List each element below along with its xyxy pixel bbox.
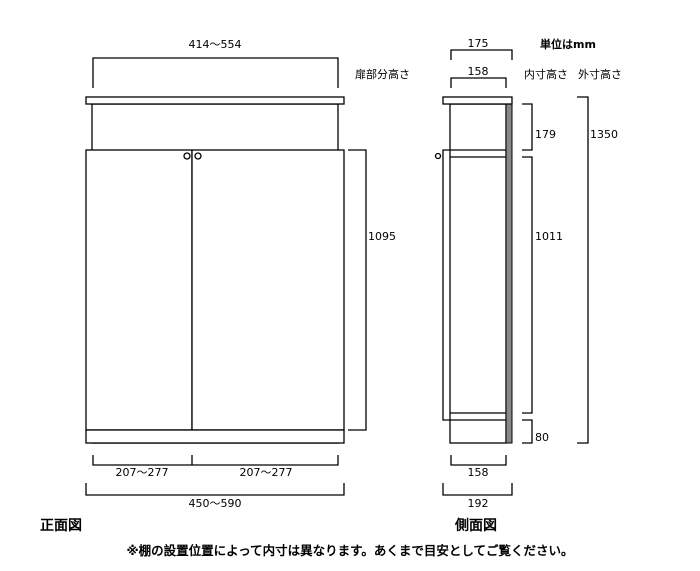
right-knob-icon	[194, 152, 202, 160]
top-outer-depth-bracket	[450, 49, 513, 60]
outer-width-bracket	[85, 483, 345, 496]
side-door	[442, 149, 450, 421]
bottom-outer-depth: 192	[468, 497, 489, 510]
back-panel	[505, 103, 513, 444]
side-view-title: 側面図	[454, 517, 497, 534]
top-inner-depth-bracket	[450, 77, 507, 88]
total-height: 1350	[590, 128, 618, 141]
top-inner-depth: 158	[468, 65, 489, 78]
right-door	[191, 149, 345, 431]
base-bracket	[522, 419, 533, 444]
bottom-outer-depth-bracket	[442, 483, 513, 496]
side-body	[449, 103, 507, 444]
door-width-bracket	[92, 455, 339, 466]
main-compartment-height: 1011	[535, 230, 563, 243]
shelf-lines	[450, 149, 506, 421]
total-height-bracket	[577, 96, 589, 444]
side-top-cap	[442, 96, 513, 105]
unit-label: 単位はmm	[540, 37, 596, 51]
side-knob-icon	[434, 152, 442, 160]
side-view: 単位はmm 175 158 内寸高さ 外寸高さ 179 1011 80 1350…	[434, 37, 622, 534]
footnote: ※棚の設置位置によって内寸は異なります。あくまで目安としてご覧ください。	[126, 543, 573, 558]
bottom-inner-depth: 158	[468, 466, 489, 479]
inner-width-bracket	[92, 57, 339, 88]
top-outer-depth: 175	[468, 37, 489, 50]
top-compartment-bracket	[522, 103, 533, 151]
front-view: 414〜554 扉部分高さ 1095 207〜277 207〜277 450〜5…	[40, 38, 410, 534]
left-door-width: 207〜277	[116, 466, 169, 479]
outer-width-label: 450〜590	[189, 497, 242, 510]
front-view-title: 正面図	[40, 518, 82, 534]
door-height-bracket	[348, 149, 367, 431]
bottom-inner-depth-bracket	[450, 455, 507, 466]
outer-height-caption: 外寸高さ	[578, 67, 622, 81]
right-door-width: 207〜277	[240, 466, 293, 479]
inner-width-label: 414〜554	[189, 38, 242, 51]
left-door	[85, 149, 193, 431]
front-base	[85, 429, 345, 444]
left-knob-icon	[183, 152, 191, 160]
front-top-cap	[85, 96, 345, 105]
door-height-caption: 扉部分高さ	[355, 67, 410, 81]
base-height: 80	[535, 431, 549, 444]
top-compartment-height: 179	[535, 128, 556, 141]
door-height-value: 1095	[368, 230, 396, 243]
main-compartment-bracket	[522, 156, 533, 414]
inner-height-caption: 内寸高さ	[524, 67, 568, 81]
